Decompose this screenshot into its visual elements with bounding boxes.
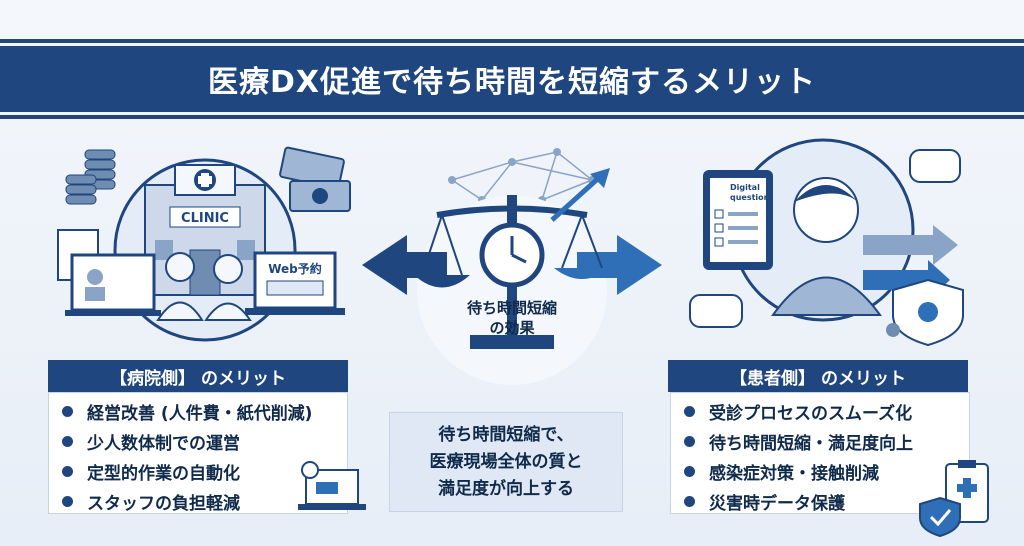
list-item-text: 災害時データ保護 (709, 493, 845, 514)
list-item: スタッフの負担軽減 (62, 486, 312, 516)
list-item-text: 感染症対策・接触削減 (709, 463, 879, 484)
list-item: 災害時データ保護 (684, 486, 913, 516)
web-booking-label: Web予約 (268, 261, 322, 276)
bullet-icon (62, 495, 73, 507)
list-item-text: 受診プロセスのスムーズ化 (709, 403, 913, 424)
clipboard-shield-icon (919, 460, 989, 538)
patient-benefits-list: 受診プロセスのスムーズ化 待ち時間短縮・満足度向上 感染症対策・接触削減 災害時… (684, 396, 913, 516)
balance-scale-illustration (362, 148, 662, 385)
list-item: 待ち時間短縮・満足度向上 (684, 426, 913, 456)
list-item: 受診プロセスのスムーズ化 (684, 396, 913, 426)
laptop-payment-icon (298, 461, 366, 510)
summary-line2: 医療現場全体の質と (429, 451, 583, 472)
bullet-icon (62, 465, 73, 477)
title-bar: 医療DX促進で待ち時間を短縮するメリット (0, 39, 1024, 119)
hospital-panel-heading: 【病院側】 のメリット (48, 360, 348, 392)
patient-panel-heading: 【患者側】 のメリット (668, 360, 968, 392)
tablet-line2: question (730, 193, 770, 202)
list-item-text: 経営改善 (人件費・紙代削減) (87, 403, 313, 424)
scale-label-line2: の効果 (489, 319, 535, 337)
list-item-text: スタッフの負担軽減 (87, 493, 240, 514)
list-item: 少人数体制での運営 (62, 426, 312, 456)
list-item: 感染症対策・接触削減 (684, 456, 913, 486)
left-arrow-icon (362, 235, 447, 295)
patient-illustration: Digital question (689, 138, 964, 347)
list-item: 定型的作業の自動化 (62, 456, 312, 486)
page-title: 医療DX促進で待ち時間を短縮するメリット (207, 65, 817, 100)
right-arrow-icon (577, 235, 662, 295)
tablet-line1: Digital (730, 183, 760, 192)
bullet-icon (684, 435, 695, 447)
list-item: 経営改善 (人件費・紙代削減) (62, 396, 312, 426)
list-item-text: 定型的作業の自動化 (87, 463, 240, 484)
scale-base (470, 335, 554, 349)
mask-icon (909, 149, 961, 183)
bullet-icon (684, 495, 695, 507)
summary-line1: 待ち時間短縮で、 (438, 424, 574, 445)
bullet-icon (684, 405, 695, 417)
hospital-benefits-list: 経営改善 (人件費・紙代削減) 少人数体制での運営 定型的作業の自動化 スタッフ… (62, 396, 312, 516)
scale-label-line1: 待ち時間短縮 (466, 299, 557, 317)
scale-label: 待ち時間短縮 の効果 (432, 298, 592, 338)
money-icon (279, 146, 351, 212)
coins-icon (65, 149, 116, 205)
clinic-illustration: CLINIC Web予約 (57, 146, 351, 342)
summary-box: 待ち時間短縮で、 医療現場全体の質と 満足度が向上する (389, 412, 623, 512)
bullet-icon (62, 435, 73, 447)
bullet-icon (684, 465, 695, 477)
summary-line3: 満足度が向上する (438, 478, 574, 499)
hospital-panel (48, 392, 348, 514)
bullet-icon (62, 405, 73, 417)
clinic-sign: CLINIC (181, 211, 229, 226)
patient-panel (670, 392, 970, 514)
list-item-text: 少人数体制での運営 (87, 433, 240, 454)
list-item-text: 待ち時間短縮・満足度向上 (709, 433, 913, 454)
